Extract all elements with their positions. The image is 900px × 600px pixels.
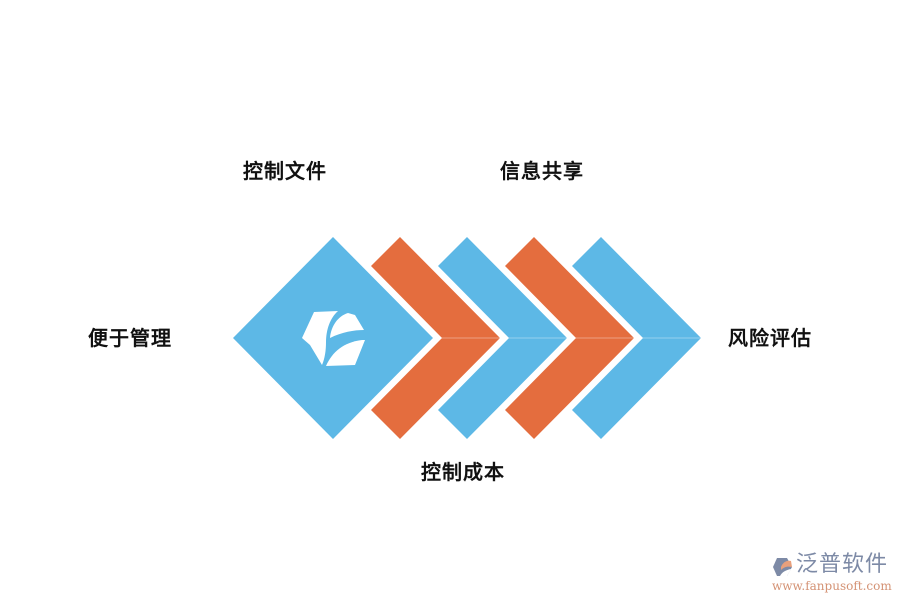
center-diamond (233, 237, 433, 439)
watermark: 泛普软件 www.fanpusoft.com (768, 552, 898, 598)
chevron-4 (572, 237, 701, 439)
watermark-title: 泛普软件 (796, 552, 889, 577)
label-top-right: 信息共享 (500, 159, 584, 183)
chevron-1 (371, 237, 500, 439)
fanpu-hexagon-logo-icon (302, 311, 365, 366)
fanpu-logo-icon (773, 558, 792, 576)
watermark-url: www.fanpusoft.com (772, 579, 892, 593)
label-top-left: 控制文件 (243, 159, 327, 183)
label-right: 风险评估 (728, 326, 812, 350)
label-left: 便于管理 (88, 326, 172, 350)
label-bottom: 控制成本 (421, 460, 505, 484)
chevron-2 (438, 237, 567, 439)
chevron-3 (505, 237, 634, 439)
